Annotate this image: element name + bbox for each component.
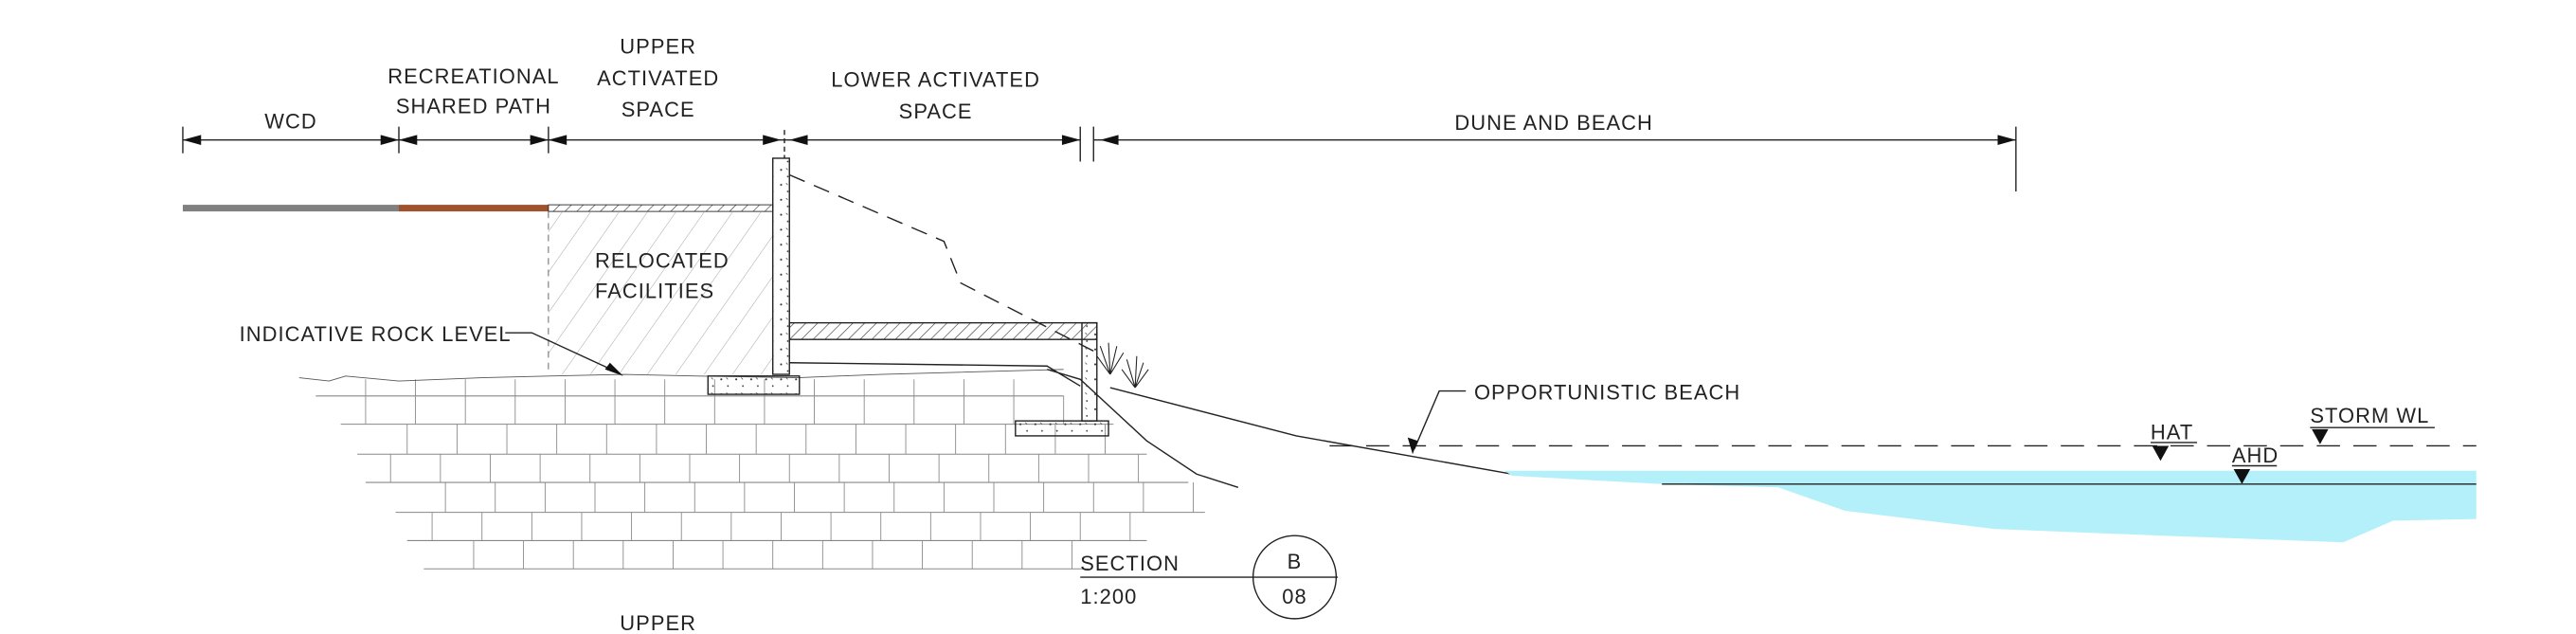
upper-space-surface <box>548 204 774 212</box>
shared-path-surface <box>399 205 549 212</box>
rock-level-leader <box>505 332 619 373</box>
dimension-line <box>182 126 2017 192</box>
dimension-arrowhead <box>182 135 202 145</box>
upper-wall <box>771 157 790 375</box>
dim-label-wcd: WCD <box>264 109 316 133</box>
dim-label-shared-path: SHARED PATH <box>396 95 551 118</box>
ahd-marker: AHD <box>2232 444 2279 484</box>
storm-wl-marker: STORM WL <box>2310 404 2435 444</box>
dimension-arrowhead <box>763 135 782 145</box>
svg-text:AHD: AHD <box>2232 444 2279 467</box>
hat-marker: HAT <box>2150 420 2198 462</box>
dimension-arrowhead <box>548 135 567 145</box>
opportunistic-beach-label: OPPORTUNISTIC BEACH <box>1474 380 1740 404</box>
svg-text:SECTION: SECTION <box>1080 552 1180 575</box>
dim-label-upper-space: SPACE <box>621 98 695 121</box>
dimension-arrowhead <box>789 135 808 145</box>
relocated-facilities-label: FACILITIES <box>595 279 714 302</box>
svg-text:1:200: 1:200 <box>1080 585 1137 608</box>
dimension-arrowhead <box>399 135 418 145</box>
dimension-arrowhead <box>1061 135 1081 145</box>
dim-label-lower-space: LOWER ACTIVATED <box>831 68 1040 92</box>
rock-level-line <box>298 369 1064 382</box>
dune-grass-icon <box>1096 342 1149 389</box>
dimension-arrowhead <box>530 135 549 145</box>
svg-text:08: 08 <box>1282 585 1306 608</box>
rock-level-label: INDICATIVE ROCK LEVEL <box>240 322 512 346</box>
rock-blocks <box>315 379 1205 570</box>
beach-profile <box>1109 387 1513 475</box>
dimension-arrowhead <box>380 135 400 145</box>
section-title-block: SECTION 1:200 B 08 <box>1080 534 1339 620</box>
beach-leader <box>1414 389 1467 450</box>
dim-label-lower-space: SPACE <box>899 100 973 123</box>
next-section-label: UPPER <box>620 611 696 634</box>
svg-text:STORM WL: STORM WL <box>2310 404 2429 427</box>
dim-label-upper-space: ACTIVATED <box>597 66 719 90</box>
water-body <box>1504 470 2477 543</box>
svg-text:HAT: HAT <box>2151 420 2193 444</box>
dimension-arrowhead <box>1997 135 2016 145</box>
relocated-facilities-zone <box>548 211 773 375</box>
dim-label-shared-path: RECREATIONAL <box>387 64 559 88</box>
dimension-arrowhead <box>1100 135 1119 145</box>
wcd-surface <box>182 205 400 212</box>
svg-text:B: B <box>1288 550 1303 573</box>
lower-wall <box>1081 321 1098 422</box>
lower-footing <box>1015 420 1109 437</box>
existing-profile-line <box>788 173 1098 353</box>
dim-label-upper-space: UPPER <box>620 34 696 58</box>
upper-footing <box>707 375 801 395</box>
dim-label-dune-beach: DUNE AND BEACH <box>1454 111 1653 135</box>
lower-slab <box>788 321 1098 340</box>
relocated-facilities-label: RELOCATED <box>595 249 730 273</box>
